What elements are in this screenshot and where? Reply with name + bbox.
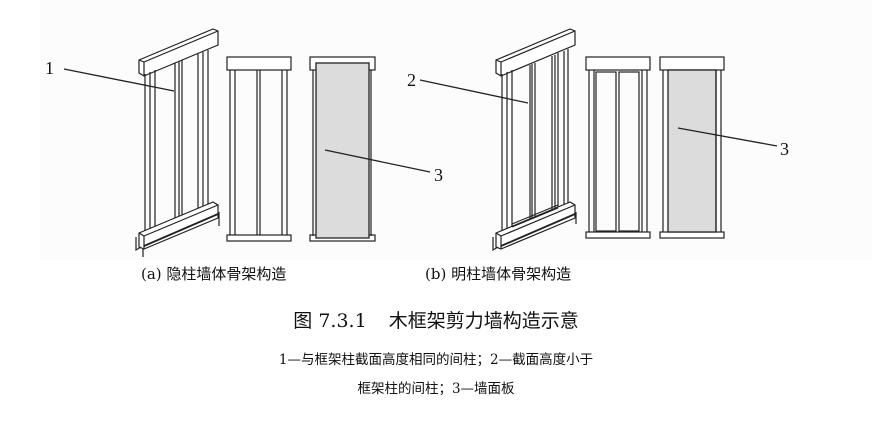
figure-title: 图 7.3.1 木框架剪力墙构造示意 [0,306,872,333]
wall-panel [315,62,370,239]
frame-b-sheathed [659,56,725,239]
figure-number: 图 7.3.1 [293,310,367,332]
leader-2 [419,79,529,104]
callout-1: 1 [45,58,54,78]
frame-b-elevation [585,56,651,239]
subfigure-caption-b: (b) 明柱墙体骨架构造 [425,265,572,283]
callout-2: 2 [407,70,416,90]
top-beam [138,28,219,77]
leader-1 [63,68,175,92]
legend-line-1: 1—与框架柱截面高度相同的间柱；2—截面高度小于 [278,352,594,368]
wall-panel [667,69,717,233]
callout-3b: 3 [780,139,789,159]
figure-title-text: 木框架剪力墙构造示意 [388,310,579,332]
frame-a-sheathed [309,56,376,242]
legend-line-2: 框架柱的间柱；3—墙面板 [357,381,515,397]
subfigure-caption-a: (a) 隐柱墙体骨架构造 [141,265,287,283]
frame-a-isometric [135,28,220,257]
frame-a-elevation [226,56,292,242]
leader-3a [324,149,431,173]
callout-3a: 3 [434,165,443,185]
leader-3b [677,127,778,147]
wall-diagram [63,28,778,257]
frame-b-isometric [492,28,577,252]
